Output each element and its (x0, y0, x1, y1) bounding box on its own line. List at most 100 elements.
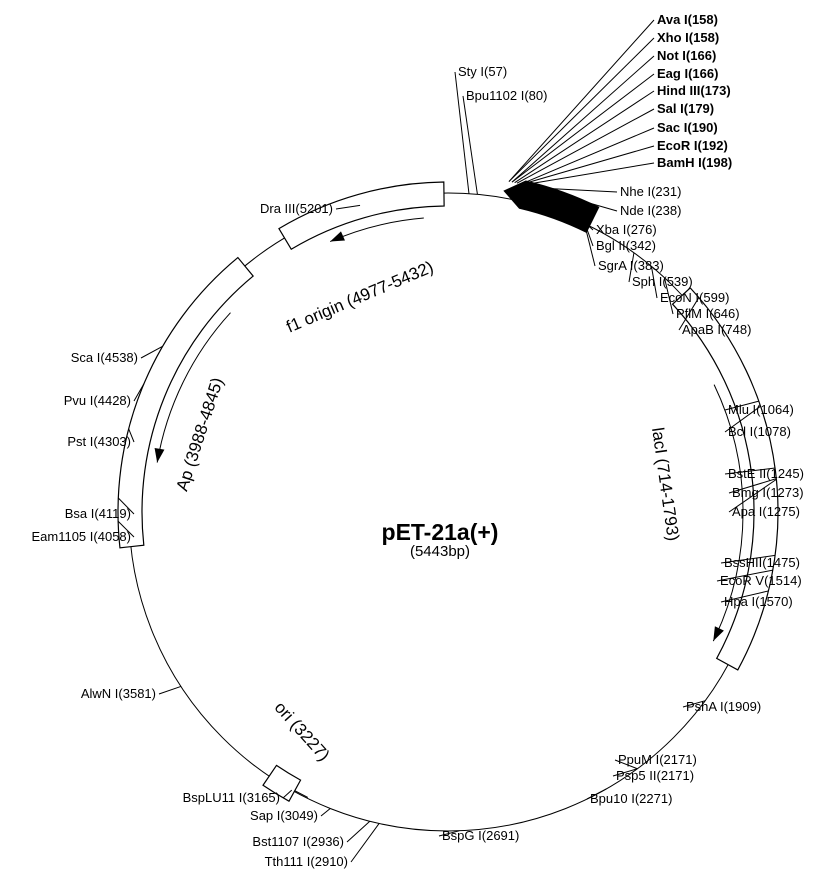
site-name: Bsa I (65, 506, 95, 521)
site-paren-open: ( (306, 834, 311, 849)
site-paren-close: ) (735, 306, 739, 321)
site-leader-apa-i (728, 478, 777, 513)
site-paren-open: ( (756, 402, 761, 417)
site-position: 4119 (99, 506, 127, 521)
site-name: Sca I (71, 350, 101, 365)
site-name: Xba I (596, 222, 626, 237)
site-label-sca-i: Sca I(4538) (71, 350, 138, 365)
ap-direction-arrow (154, 447, 165, 463)
site-name: Dra III (260, 201, 295, 216)
site-paren-close: ) (677, 203, 681, 218)
site-leader-bamh-i (524, 162, 655, 186)
site-paren-open: ( (100, 350, 105, 365)
site-leader-bsshii (720, 554, 776, 564)
site-paren-open: ( (688, 66, 693, 81)
site-position: 179 (688, 101, 710, 116)
site-paren-open: ( (635, 791, 640, 806)
site-label-tth111-i: Tth111 I(2910) (265, 854, 348, 869)
site-paren-open: ( (484, 64, 489, 79)
site-leader-pst-i (128, 428, 135, 443)
site-name: BstE II (728, 466, 766, 481)
site-label-pflm-i: PflM I(646) (676, 306, 740, 321)
site-paren-close: ) (127, 506, 131, 521)
site-name: EcoN I (660, 290, 699, 305)
site-leader-sac-i (520, 127, 655, 185)
site-position: 646 (714, 306, 736, 321)
site-paren-close: ) (799, 485, 803, 500)
site-label-ecor-i: EcoR I(192) (657, 138, 728, 153)
site-paren-close: ) (796, 555, 800, 570)
site-paren-close: ) (787, 424, 791, 439)
site-position: 231 (655, 184, 677, 199)
site-leader-bspg-i (438, 830, 460, 837)
site-name: Pvu I (64, 393, 94, 408)
site-label-bsa-i: Bsa I(4119) (65, 506, 131, 521)
site-leader-pvu-i (133, 383, 145, 402)
site-name: Xho I (657, 30, 689, 45)
ori-feature-box (262, 764, 302, 802)
site-paren-close: ) (725, 290, 729, 305)
site-label-hind-iii: Hind III(173) (657, 83, 731, 98)
site-paren-close: ) (715, 30, 719, 45)
site-label-pst-i: Pst I(4303) (67, 434, 131, 449)
site-position: 192 (702, 138, 724, 153)
site-position: 166 (690, 48, 712, 63)
site-leader-bsa-i (117, 497, 135, 515)
site-name: BspLU11 I (183, 790, 243, 805)
site-position: 173 (705, 83, 727, 98)
site-paren-open: ( (656, 768, 661, 783)
site-paren-close: ) (728, 155, 732, 170)
site-name: Ava I (657, 12, 688, 27)
plasmid-name: pET-21a(+) (382, 519, 499, 545)
site-name: PpuM I (618, 752, 659, 767)
site-label-sal-i: Sal I(179) (657, 101, 714, 116)
site-position: 1514 (768, 573, 797, 588)
site-leader-eag-i (511, 73, 655, 183)
site-paren-close: ) (677, 184, 681, 199)
site-label-apa-i: Apa I(1275) (732, 504, 800, 519)
site-position: 1245 (771, 466, 800, 481)
site-leader-bcl-i (724, 405, 761, 433)
site-label-sph-i: Sph I(539) (632, 274, 693, 289)
site-position: 2910 (315, 854, 344, 869)
site-position: 2171 (664, 752, 693, 767)
site-label-bsplu11-i: BspLU11 I(3165) (183, 790, 280, 805)
site-position: 1064 (761, 402, 790, 417)
site-position: 166 (692, 66, 714, 81)
site-name: EcoR V (720, 573, 764, 588)
site-leader-nde-i (539, 188, 618, 212)
site-label-hpa-i: Hpa I(1570) (724, 594, 793, 609)
site-leader-sca-i (140, 345, 163, 359)
site-position: 276 (631, 222, 653, 237)
site-name: Eam1105 I (31, 529, 93, 544)
site-paren-close: ) (688, 274, 692, 289)
site-paren-open: ( (766, 485, 771, 500)
site-leader-pflm-i (663, 277, 674, 315)
site-paren-close: ) (692, 752, 696, 767)
site-paren-open: ( (482, 828, 487, 843)
site-name: Psp5 II (616, 768, 656, 783)
site-paren-open: ( (755, 594, 760, 609)
site-paren-open: ( (280, 808, 285, 823)
site-position: 1078 (758, 424, 787, 439)
site-paren-close: ) (329, 201, 333, 216)
site-leader-bst1107-i (346, 820, 371, 843)
site-label-bcl-i: Bcl I(1078) (728, 424, 791, 439)
site-position: 4538 (105, 350, 134, 365)
site-leader-dra-iii (335, 204, 361, 210)
site-name: Pst I (67, 434, 93, 449)
site-paren-close: ) (690, 768, 694, 783)
site-leader-ecor-i (521, 145, 655, 185)
site-label-bpu1102-i: Bpu1102 I(80) (466, 88, 547, 103)
site-label-ppum-i: PpuM I(2171) (618, 752, 697, 767)
site-name: Hind III (657, 83, 700, 98)
site-name: Bcl I (728, 424, 753, 439)
site-paren-open: ( (762, 555, 767, 570)
site-leader-hpa-i (720, 590, 769, 603)
site-label-xba-i: Xba I(276) (596, 222, 657, 237)
site-leader-ppum-i (614, 759, 638, 770)
site-paren-open: ( (651, 184, 656, 199)
site-name: Sty I (458, 64, 484, 79)
site-paren-close: ) (710, 101, 714, 116)
site-label-bsshii: BssHII(1475) (724, 555, 800, 570)
